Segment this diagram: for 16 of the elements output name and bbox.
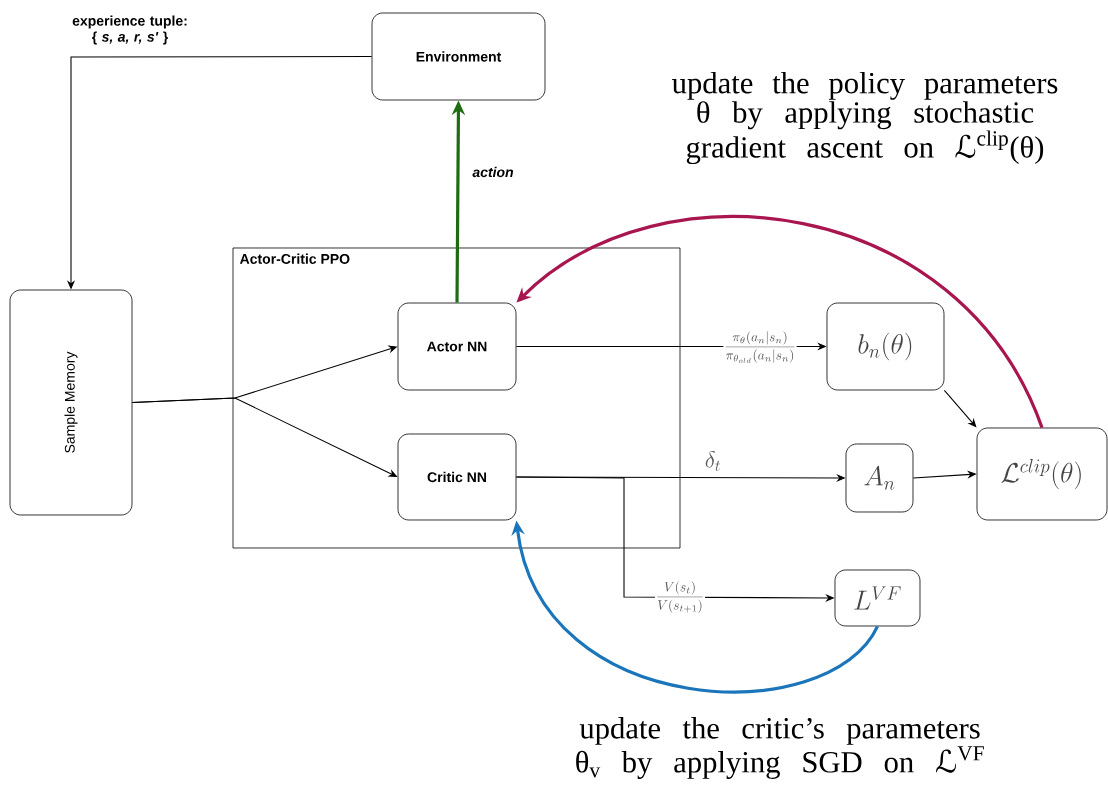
annotation-text: update the critic’s parameters θ$_{v}$ by applying SGD on ℒ$^{VF}$: [576, 717, 984, 779]
edge-label: experience tuple: { s, a, r, s' }: [72, 15, 187, 45]
process-box: Actor NN: [397, 302, 517, 391]
formula-box: $b_n(\theta)$: [826, 302, 945, 391]
process-box: Critic NN: [397, 433, 517, 521]
process-box: Environment: [371, 12, 546, 101]
edge-label: $\frac{V(s_t)}{V(s_{t+1})}$: [654, 580, 706, 614]
edge-label: action: [472, 166, 514, 178]
formula-box: $A_n$: [845, 443, 914, 513]
arrow: [943, 389, 977, 428]
formula-box: $\mathcal{L}^{clip}(\theta)$: [976, 427, 1108, 521]
edge-label: $\delta_t$: [705, 450, 720, 471]
formula-box: $L^{VF}$: [834, 569, 921, 627]
edge-label: $\frac{\pi_{\theta}(a_n|s_n)}{\pi_{\theta_{old}}(a_n|s_n)}$: [723, 330, 797, 364]
annotation-text: update the policy parameters θ by applying stochastic gradient ascent on ℒ$^{clip}$(θ): [672, 71, 1058, 165]
process-box: Sample Memory: [9, 289, 133, 516]
